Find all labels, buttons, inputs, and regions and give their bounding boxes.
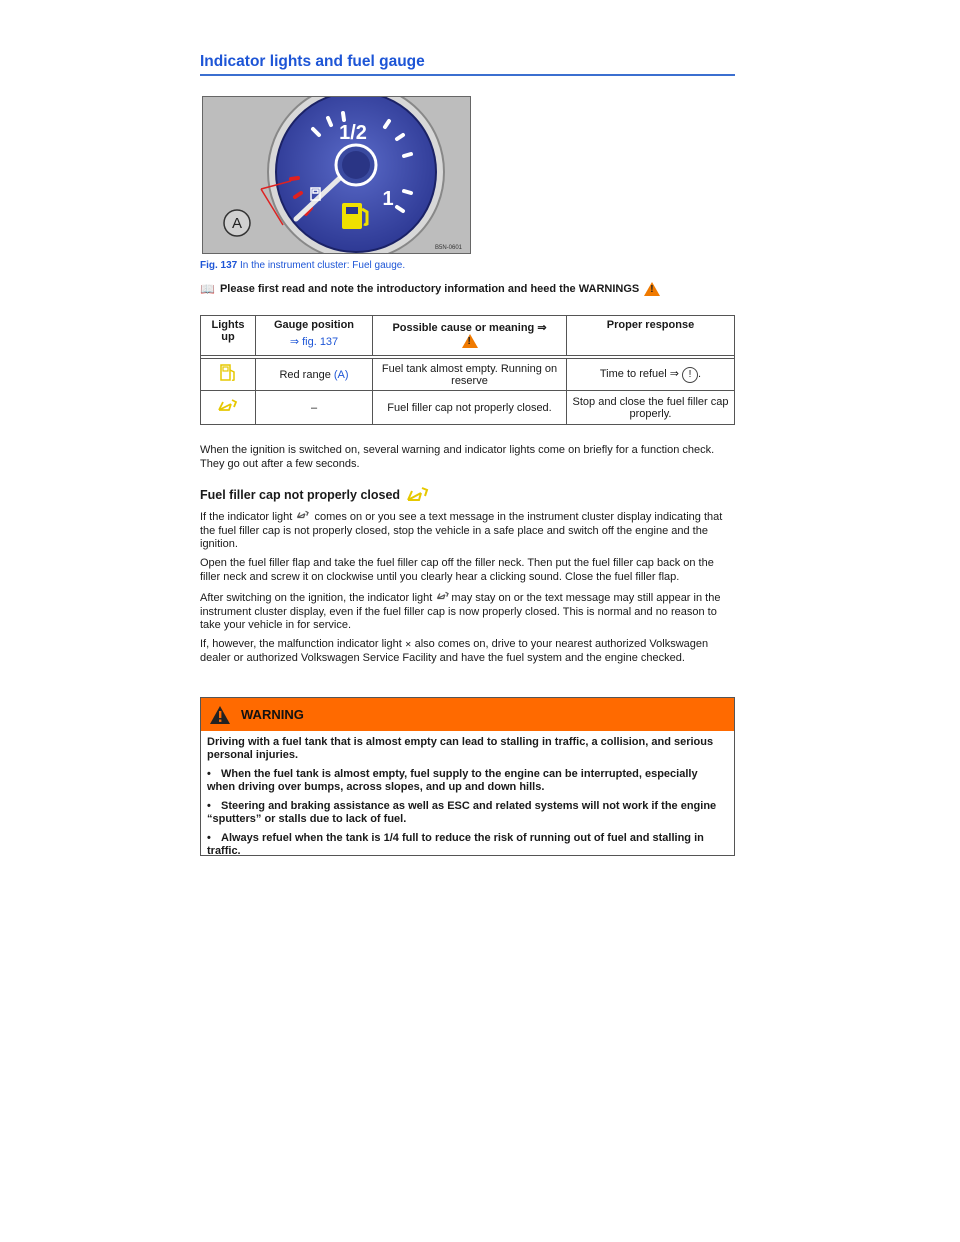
- warning-triangle-icon: [461, 333, 478, 348]
- warning-bullet: Always refuel when the tank is 1/4 full …: [207, 832, 728, 858]
- table-row: – Fuel filler cap not properly closed. S…: [200, 390, 735, 425]
- figure-caption: Fig. 137 In the instrument cluster: Fuel…: [200, 260, 405, 271]
- page-title: Indicator lights and fuel gauge: [200, 53, 735, 76]
- warning-bullet: Steering and braking assistance as well …: [207, 800, 728, 826]
- p1-part-a: If the indicator light: [200, 511, 293, 523]
- p4-part-b: also comes on, drive to your nearest aut…: [200, 638, 709, 664]
- fuel-pump-icon: [200, 358, 256, 391]
- fuel-gauge-figure: 1/2 1 A B5N-0601: [202, 96, 471, 254]
- engine-indicator-icon: ✕: [404, 640, 412, 649]
- gauge-half-label: 1/2: [339, 122, 367, 144]
- section-heading-text: Fuel filler cap not properly closed: [200, 488, 401, 502]
- warning-box: WARNING Driving with a fuel tank that is…: [200, 697, 735, 857]
- response-cell: Time to refuel ⇒ !.: [566, 358, 735, 391]
- col-header-response: Proper response: [566, 315, 735, 356]
- paragraph-refit-cap: Open the fuel filler flap and take the f…: [200, 557, 714, 583]
- fuel-cap-icon: [200, 390, 256, 425]
- section-heading: Fuel filler cap not properly closed: [200, 486, 430, 504]
- intro-note: 📖 Please first read and note the introdu…: [200, 282, 661, 296]
- cause-cell: Fuel tank almost empty. Running on reser…: [372, 358, 567, 391]
- table-row: Red range (A) Fuel tank almost empty. Ru…: [200, 358, 735, 391]
- response-cell: Stop and close the fuel filler cap prope…: [566, 390, 735, 425]
- gauge-position-cell: Red range (A): [255, 358, 373, 391]
- paragraph-after-ignition: After switching on the ignition, the ind…: [200, 591, 735, 633]
- warning-header: WARNING: [201, 698, 734, 731]
- fig-reference-link[interactable]: ⇒ fig. 137: [289, 336, 339, 348]
- range-a-reference: (A): [333, 368, 349, 381]
- p3-part-b: may stay on or the text message may stil…: [200, 592, 721, 631]
- p1-part-b: comes on or you see a text message in th…: [200, 511, 723, 550]
- warning-bullet: When the fuel tank is almost empty, fuel…: [207, 768, 728, 794]
- fuel-reserve-icon: [342, 203, 369, 229]
- intro-text: Please first read and note the introduct…: [219, 283, 640, 295]
- fuel-pump-icon: [310, 187, 321, 201]
- figure-caption-text: In the instrument cluster: Fuel gauge.: [240, 260, 406, 271]
- gauge-position-cell: –: [255, 390, 373, 425]
- book-icon: 📖: [200, 282, 215, 296]
- notice-icon: !: [682, 366, 699, 383]
- gauge-position-text: Red range: [279, 368, 334, 381]
- warning-lead: Driving with a fuel tank that is almost …: [207, 736, 714, 761]
- figure-code: B5N-0601: [435, 245, 463, 251]
- fuel-cap-icon: [297, 510, 310, 519]
- warning-triangle-icon: [644, 282, 661, 296]
- col-header-lights: Lights up: [200, 315, 256, 356]
- paragraph-cap-warning: If the indicator light comes on or you s…: [200, 510, 735, 552]
- col-header-gauge-label: Gauge position: [273, 319, 355, 331]
- col-header-gauge: Gauge position ⇒ fig. 137: [255, 315, 373, 356]
- ignition-paragraph: When the ignition is switched on, severa…: [200, 444, 715, 470]
- p3-part-a: After switching on the ignition, the ind…: [200, 592, 433, 604]
- gauge-full-label: 1: [382, 188, 393, 210]
- response-text: Time to refuel ⇒: [599, 367, 683, 380]
- warning-triangle-icon: [210, 705, 230, 724]
- fuel-cap-icon: [407, 487, 429, 501]
- indicator-table: Lights up Gauge position ⇒ fig. 137 Poss…: [200, 315, 735, 425]
- p4-part-a: If, however, the malfunction indicator l…: [200, 638, 402, 650]
- figure-number: Fig. 137: [200, 260, 238, 271]
- warning-body: Driving with a fuel tank that is almost …: [201, 731, 734, 869]
- col-header-cause-label: Possible cause or meaning ⇒: [392, 321, 547, 334]
- callout-a: A: [232, 215, 242, 232]
- cause-cell: Fuel filler cap not properly closed.: [372, 390, 567, 425]
- col-header-cause: Possible cause or meaning ⇒: [372, 315, 567, 356]
- paragraph-malfunction: If, however, the malfunction indicator l…: [200, 638, 735, 665]
- fuel-gauge-illustration: 1/2 1 A B5N-0601: [203, 97, 470, 253]
- fuel-cap-icon: [437, 591, 450, 600]
- warning-title: WARNING: [241, 707, 304, 722]
